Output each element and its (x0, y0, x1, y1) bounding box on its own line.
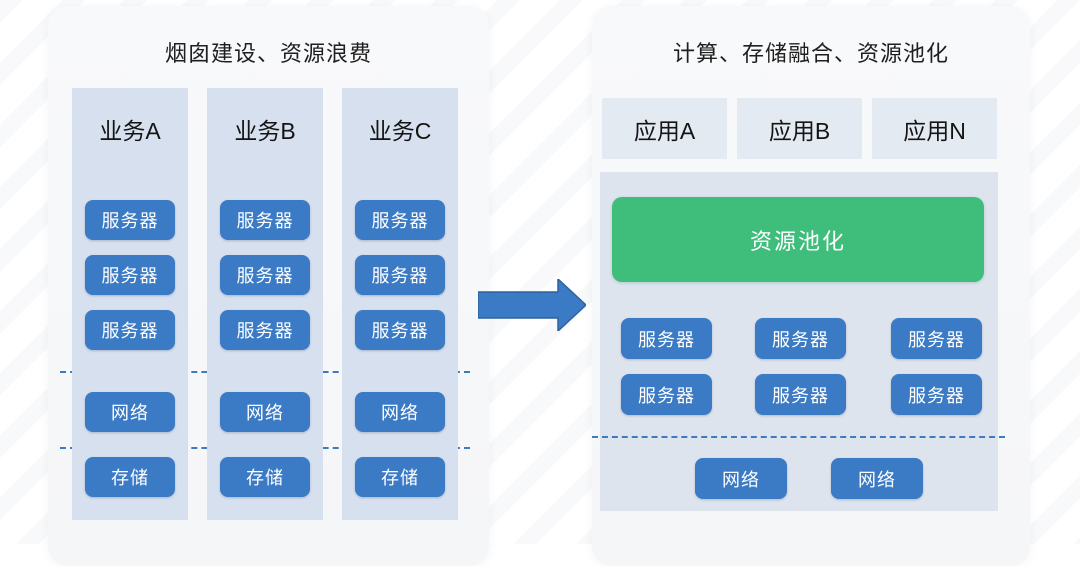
server-box: 服务器 (621, 318, 712, 359)
legacy-architecture-panel: 烟囱建设、资源浪费 业务A 服务器 服务器 服务器 网络 存储 业务B 服务器 … (48, 6, 489, 566)
server-box: 服务器 (755, 318, 846, 359)
right-arrow-icon (477, 278, 587, 332)
network-box: 网络 (220, 392, 310, 432)
app-box: 应用B (737, 98, 862, 159)
business-label: 业务C (368, 118, 432, 144)
server-box: 服务器 (85, 255, 175, 295)
resource-pool-box: 资源池化 (612, 197, 984, 282)
business-label: 业务A (99, 118, 161, 144)
server-box: 服务器 (621, 374, 712, 415)
server-box: 服务器 (355, 200, 445, 240)
storage-box: 存储 (85, 457, 175, 497)
server-box: 服务器 (85, 200, 175, 240)
storage-box: 存储 (220, 457, 310, 497)
server-box: 服务器 (891, 318, 982, 359)
server-box: 服务器 (85, 310, 175, 350)
network-box: 网络 (695, 458, 787, 499)
network-box: 网络 (831, 458, 923, 499)
business-column-b: 业务B 服务器 服务器 服务器 网络 存储 (207, 88, 323, 520)
app-box: 应用N (872, 98, 997, 159)
business-column-a: 业务A 服务器 服务器 服务器 网络 存储 (72, 88, 188, 520)
pooled-panel-title: 计算、存储融合、资源池化 (672, 41, 949, 66)
server-box: 服务器 (220, 255, 310, 295)
server-box: 服务器 (355, 310, 445, 350)
business-label: 业务B (234, 118, 296, 144)
pooled-architecture-panel: 计算、存储融合、资源池化 应用A 应用B 应用N 资源池化 服务器 服务器 服务… (592, 6, 1030, 566)
business-column-c: 业务C 服务器 服务器 服务器 网络 存储 (342, 88, 458, 520)
storage-box: 存储 (355, 457, 445, 497)
server-box: 服务器 (220, 310, 310, 350)
server-box: 服务器 (755, 374, 846, 415)
server-box: 服务器 (355, 255, 445, 295)
network-box: 网络 (85, 392, 175, 432)
server-box: 服务器 (891, 374, 982, 415)
legacy-panel-title: 烟囱建设、资源浪费 (164, 41, 372, 66)
app-box: 应用A (602, 98, 727, 159)
network-box: 网络 (355, 392, 445, 432)
app-row: 应用A 应用B 应用N (602, 98, 997, 159)
server-box: 服务器 (220, 200, 310, 240)
resource-pool-container: 资源池化 服务器 服务器 服务器 服务器 服务器 服务器 网络 网络 (600, 172, 998, 511)
network-section-divider (592, 436, 1005, 438)
business-columns: 业务A 服务器 服务器 服务器 网络 存储 业务B 服务器 服务器 服务器 网络… (72, 88, 458, 520)
